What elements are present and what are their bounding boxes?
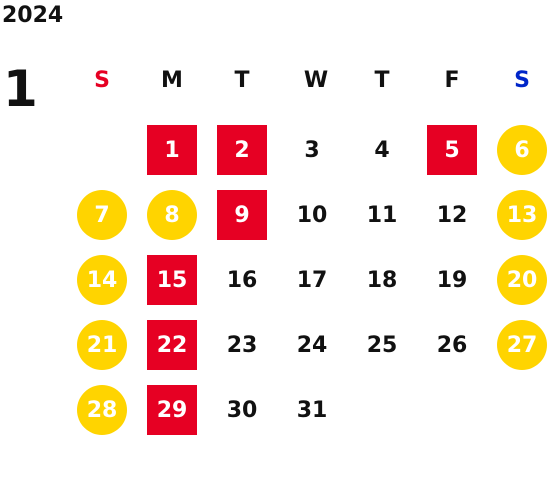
day-cell-13: 13 — [497, 190, 547, 240]
day-cell-25: 25 — [366, 332, 398, 358]
day-cell-3: 3 — [304, 137, 320, 163]
day-cell-9: 9 — [217, 190, 267, 240]
day-cell-20: 20 — [497, 255, 547, 305]
weekday-wednesday: W — [303, 68, 329, 93]
weekday-saturday: S — [514, 68, 530, 93]
day-cell-14: 14 — [77, 255, 127, 305]
weekday-tuesday: T — [234, 68, 250, 93]
day-cell-26: 26 — [436, 332, 468, 358]
day-cell-6: 6 — [497, 125, 547, 175]
day-cell-4: 4 — [374, 137, 390, 163]
day-cell-5: 5 — [427, 125, 477, 175]
day-cell-30: 30 — [226, 397, 258, 423]
day-cell-19: 19 — [436, 267, 468, 293]
day-cell-2: 2 — [217, 125, 267, 175]
weekday-sunday: S — [94, 68, 110, 93]
day-cell-27: 27 — [497, 320, 547, 370]
day-cell-23: 23 — [226, 332, 258, 358]
day-cell-22: 22 — [147, 320, 197, 370]
day-cell-18: 18 — [366, 267, 398, 293]
day-cell-8: 8 — [147, 190, 197, 240]
day-cell-1: 1 — [147, 125, 197, 175]
day-cell-12: 12 — [436, 202, 468, 228]
year-label: 2024 — [2, 3, 64, 28]
day-cell-21: 21 — [77, 320, 127, 370]
day-cell-24: 24 — [296, 332, 328, 358]
month-number: 1 — [3, 60, 38, 118]
day-cell-11: 11 — [366, 202, 398, 228]
day-cell-29: 29 — [147, 385, 197, 435]
weekday-friday: F — [444, 68, 460, 93]
weekday-thursday: T — [374, 68, 390, 93]
day-cell-10: 10 — [296, 202, 328, 228]
day-cell-17: 17 — [296, 267, 328, 293]
day-cell-15: 15 — [147, 255, 197, 305]
day-cell-16: 16 — [226, 267, 258, 293]
weekday-monday: M — [161, 68, 183, 93]
day-cell-31: 31 — [296, 397, 328, 423]
day-cell-28: 28 — [77, 385, 127, 435]
day-cell-7: 7 — [77, 190, 127, 240]
